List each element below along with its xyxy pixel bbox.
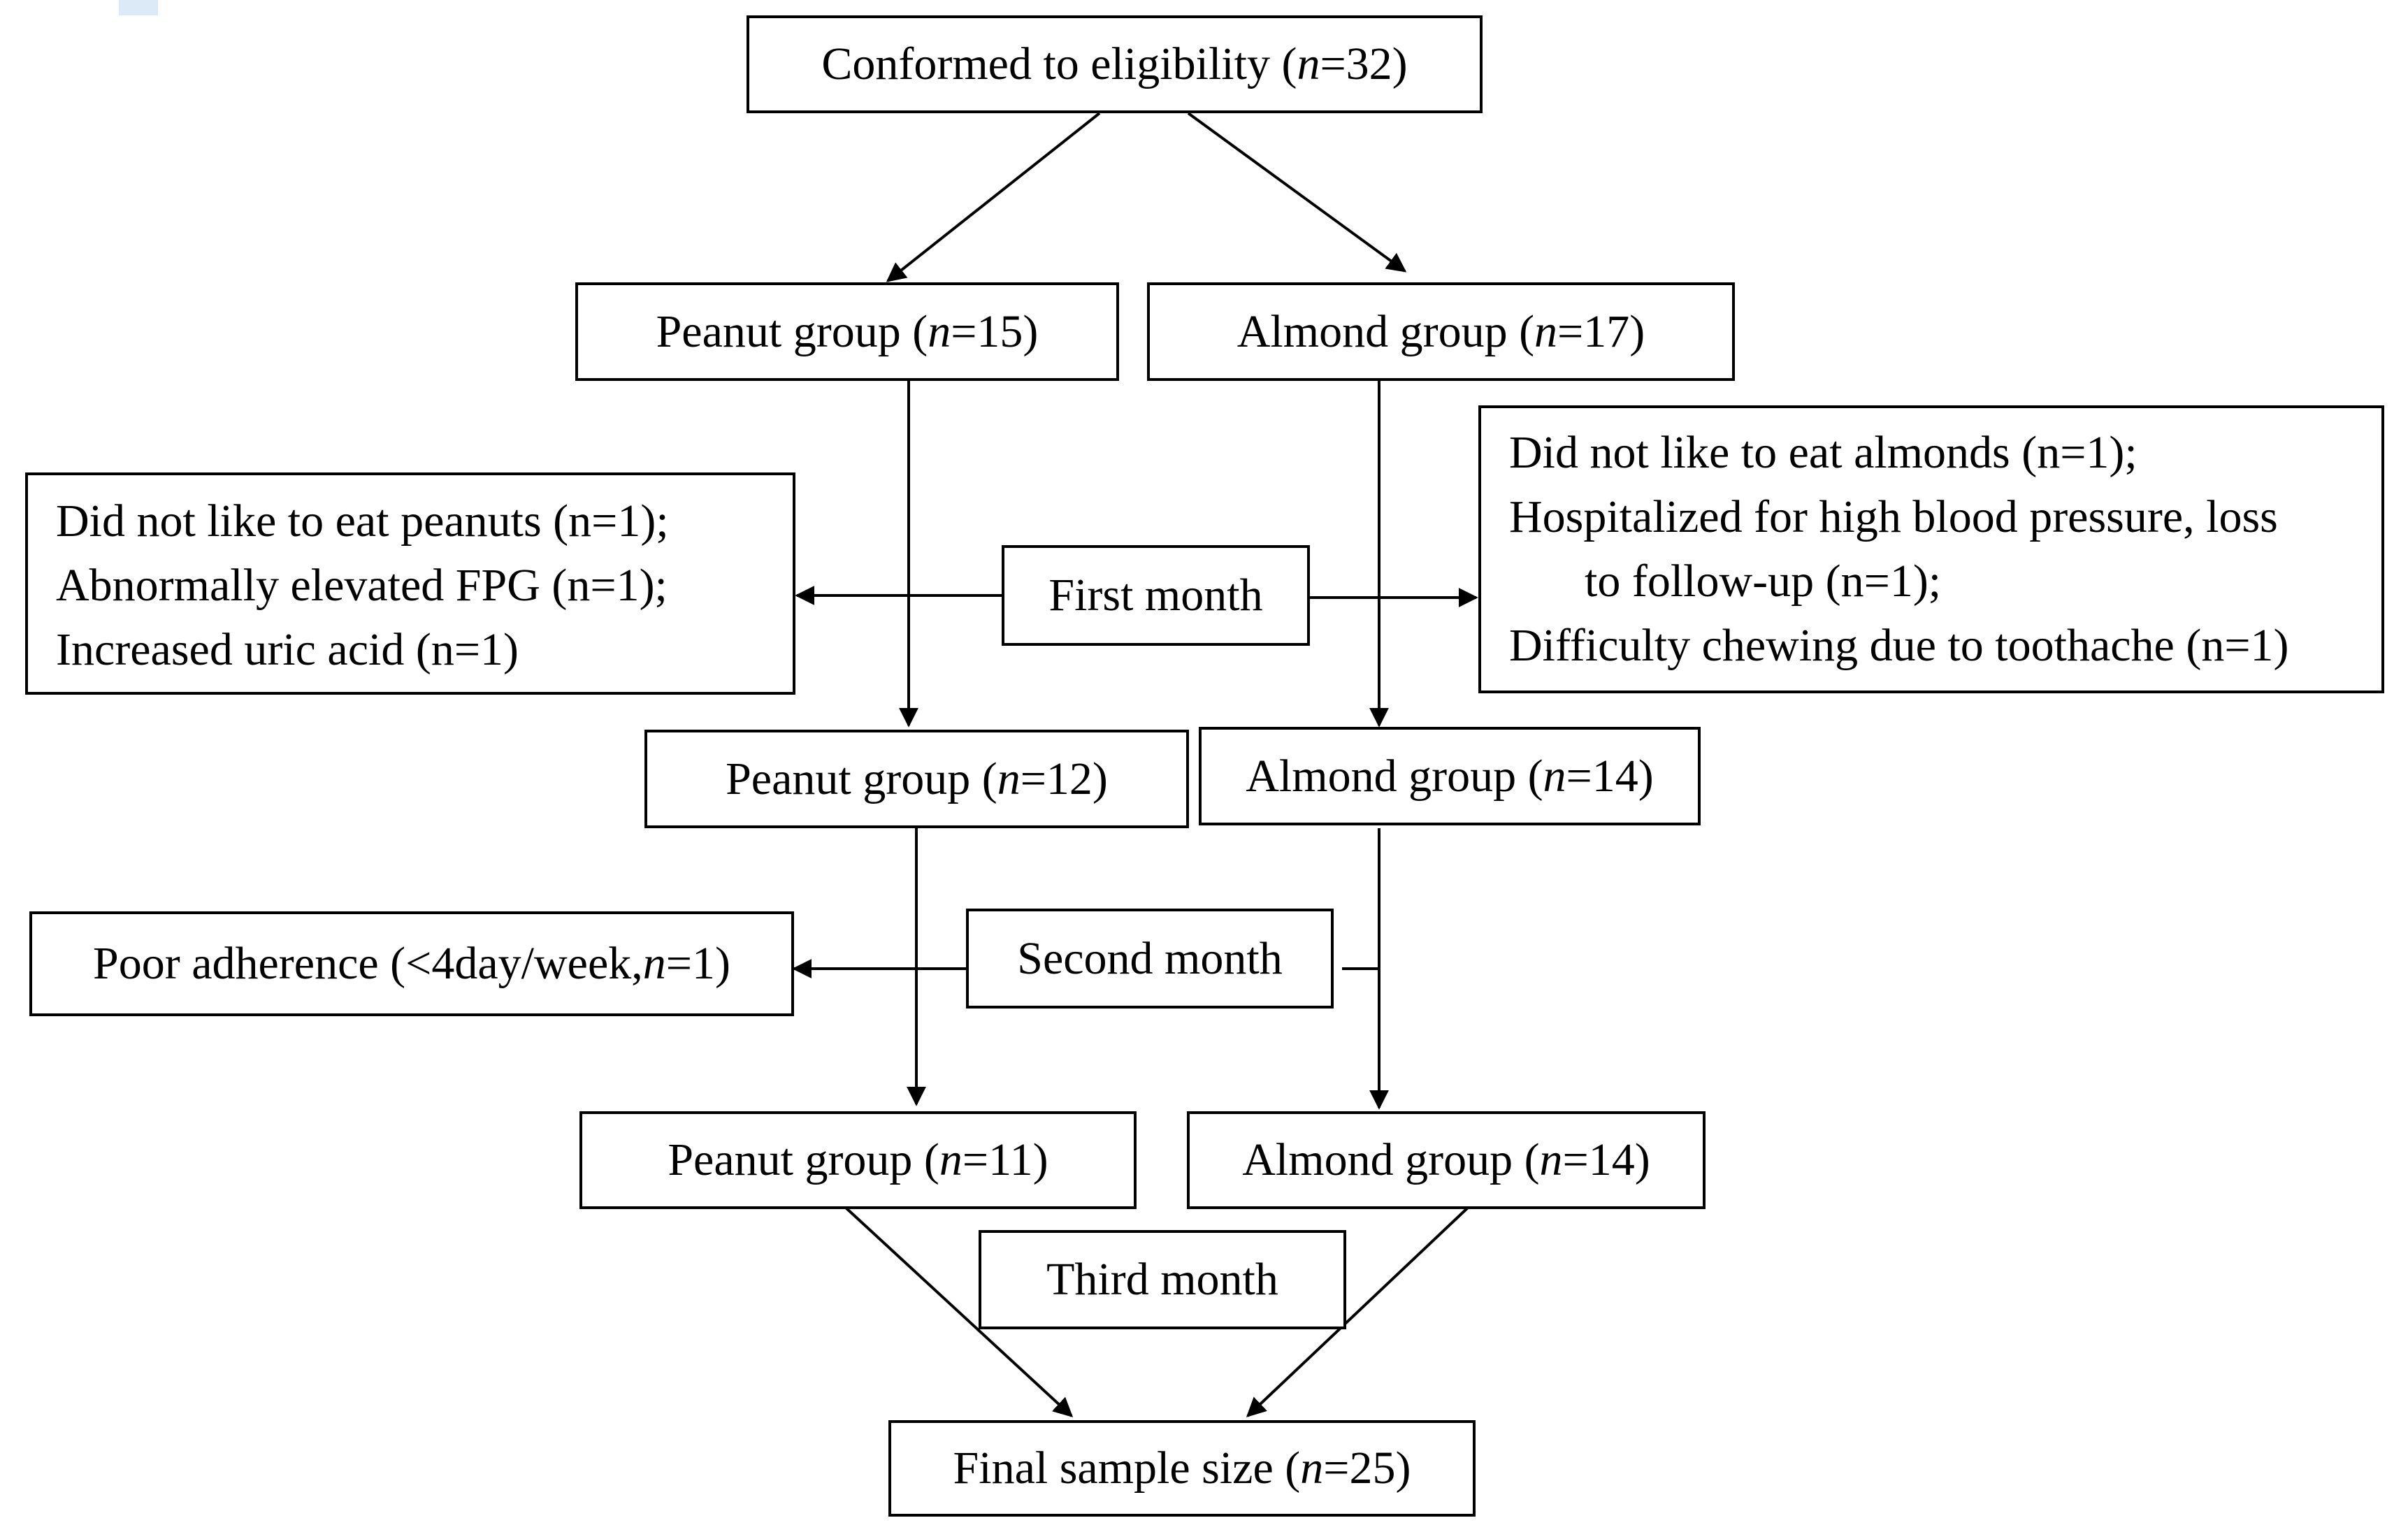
box-eligibility: Conformed to eligibility (n=32) — [747, 15, 1483, 113]
box-almond-group-after-second-month: Almond group (n=14) — [1187, 1111, 1706, 1209]
box-peanut-group-initial: Peanut group (n=15) — [575, 282, 1119, 381]
arrow-eligibility-almond1 — [1187, 112, 1407, 273]
box-third-month: Third month — [979, 1230, 1346, 1329]
box-first-month: First month — [1002, 545, 1310, 646]
box-peanut-group-after-second-month: Peanut group (n=11) — [579, 1111, 1137, 1209]
arrow-almond3-final — [1246, 1206, 1469, 1417]
box-peanut-exclusions-first-month: Did not like to eat peanuts (n=1); Abnor… — [25, 472, 795, 695]
arrow-eligibility-peanut1 — [886, 112, 1101, 282]
box-peanut-exclusions-second-month: Poor adherence (<4day/week, n=1) — [29, 911, 794, 1016]
box-almond-group-initial: Almond group (n=17) — [1147, 282, 1735, 381]
box-final-sample-size: Final sample size (n=25) — [888, 1420, 1476, 1517]
box-almond-exclusions-first-month: Did not like to eat almonds (n=1); Hospi… — [1478, 405, 2384, 693]
selection-marker — [119, 0, 158, 15]
box-second-month: Second month — [966, 909, 1334, 1009]
arrow-peanut3-final — [844, 1206, 1074, 1417]
box-peanut-group-after-first-month: Peanut group (n=12) — [644, 730, 1189, 828]
box-almond-group-after-first-month: Almond group (n=14) — [1199, 727, 1701, 825]
